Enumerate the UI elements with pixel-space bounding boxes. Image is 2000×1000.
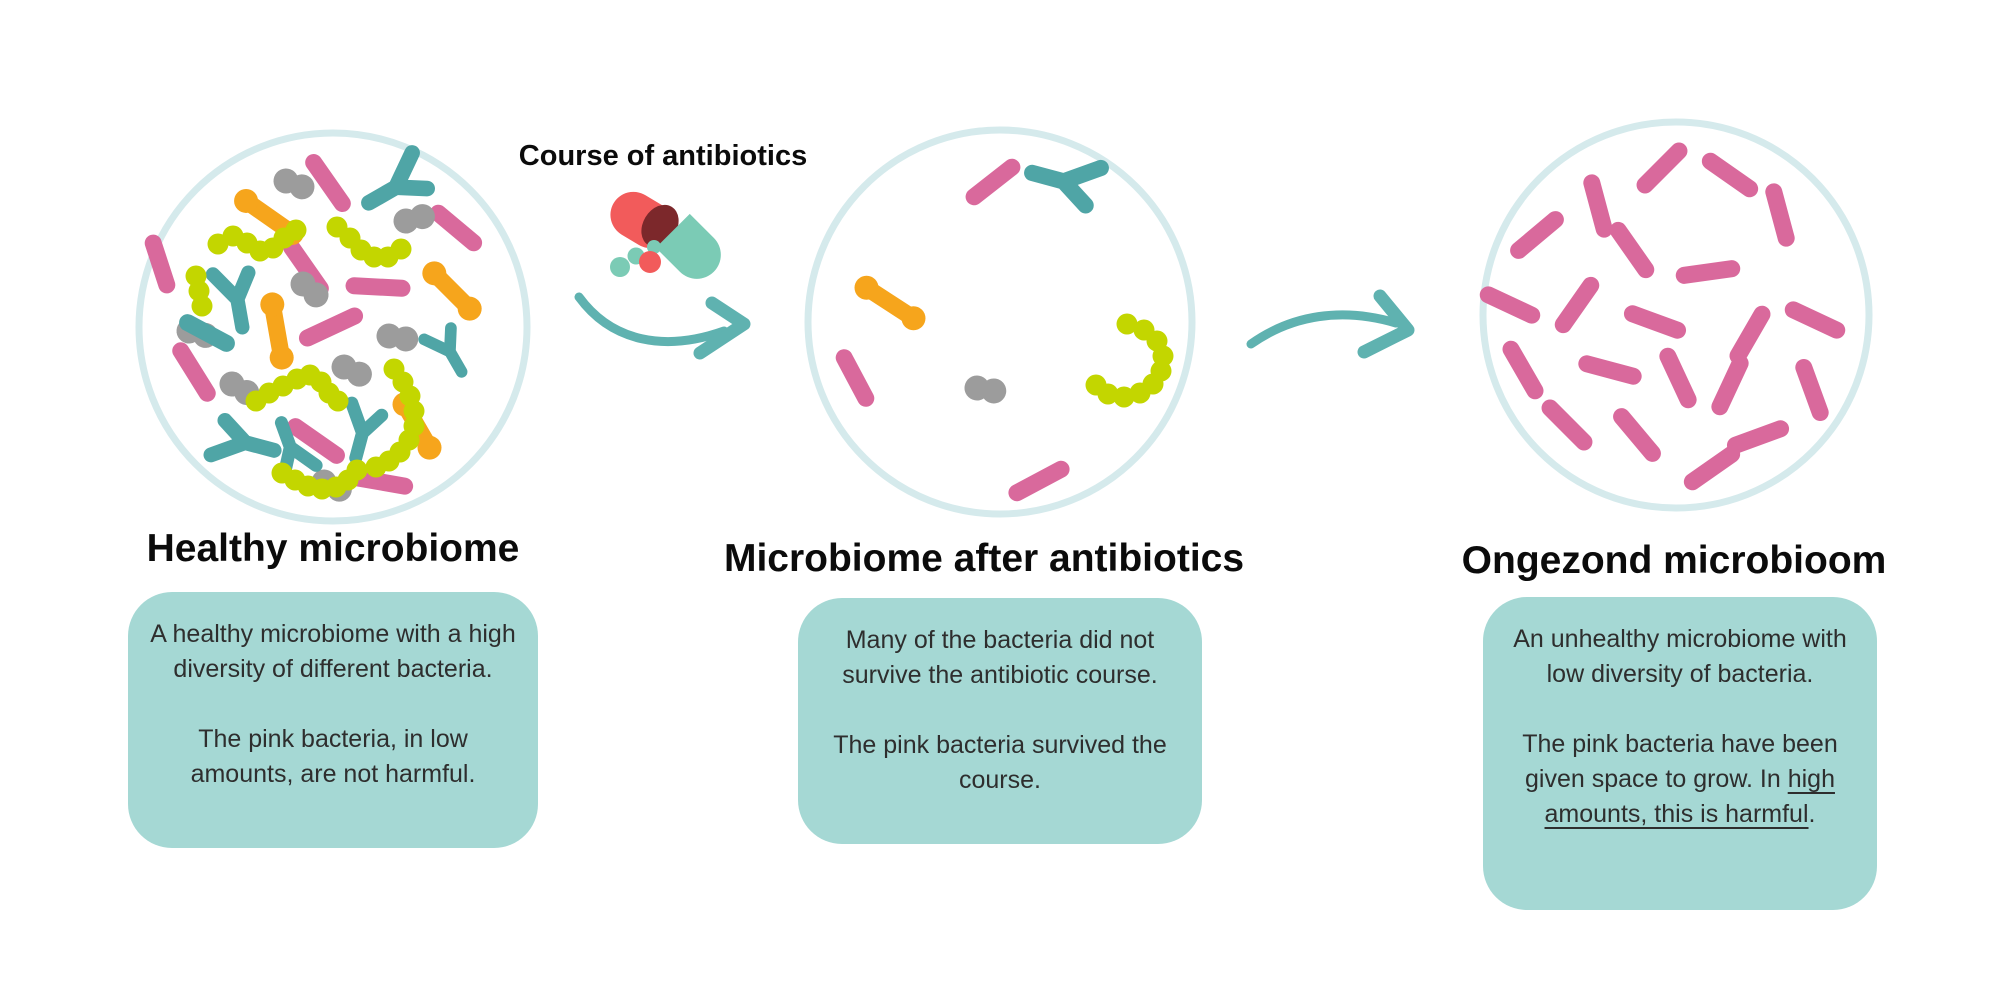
description-box-unhealthy: An unhealthy microbiome with low diversi…: [1483, 597, 1877, 910]
rod-bacterium-icon: [1726, 420, 1790, 454]
rod-bacterium-icon: [1578, 355, 1642, 385]
coccus-chain-bacterium-icon: [326, 216, 412, 268]
dumbbell-end: [260, 292, 285, 317]
diplococcus-bacterium-icon: [331, 354, 372, 387]
coccus-chain-bacterium-icon: [1085, 313, 1174, 408]
rod-bacterium-icon: [348, 469, 414, 495]
capsule-granule: [639, 251, 661, 273]
rod-bacterium-icon: [1502, 340, 1544, 400]
petri-dish-healthy: [135, 129, 531, 525]
rod-bacterium-icon: [1675, 260, 1741, 284]
rod-bacterium-icon: [283, 239, 329, 297]
branched-bacterium-icon: [203, 413, 282, 463]
diplococcus-bacterium-icon: [376, 323, 419, 352]
capsule-granule: [647, 240, 661, 254]
rod-bacterium-icon: [1613, 408, 1661, 462]
dumbbell-end: [269, 345, 294, 370]
branched-bacterium-icon: [205, 265, 256, 335]
rod-bacterium-icon: [144, 234, 176, 294]
rod-bacterium-icon: [1583, 174, 1613, 238]
branched-bacterium-icon: [361, 145, 435, 211]
rod-bacterium-icon: [965, 158, 1021, 206]
rod-bacterium-icon: [835, 349, 875, 407]
coccus-chain-bacterium-icon: [365, 358, 425, 478]
rod-bacterium-icon: [305, 154, 351, 212]
rod-bacterium-icon: [1683, 445, 1741, 491]
antibiotics-label: Course of antibiotics: [518, 140, 808, 172]
rod-bacterium-icon: [1541, 399, 1593, 451]
petri-dish-unhealthy: [1479, 118, 1873, 512]
rod-bacterium-icon: [1008, 460, 1070, 502]
description-paragraph: An unhealthy microbiome with low diversi…: [1499, 622, 1861, 692]
description-paragraph: The pink bacteria survived the course.: [814, 728, 1186, 798]
petri-dish-circle: [804, 126, 1196, 518]
description-text: The pink bacteria, in low amounts, are n…: [190, 725, 476, 788]
description-paragraph: The pink bacteria have been given space …: [1499, 727, 1861, 832]
coccus-chain-bacterium-icon: [207, 219, 307, 262]
curved-arrow-right-icon: [1246, 289, 1415, 359]
rod-bacterium-icon: [298, 307, 364, 347]
panel-title-healthy: Healthy microbiome: [146, 527, 520, 570]
rod-bacterium-icon: [1795, 358, 1829, 422]
rod-bacterium-icon: [1701, 152, 1759, 198]
coccus-chain-bacterium-icon: [245, 364, 349, 412]
rod-bacterium-icon: [1554, 276, 1600, 334]
description-box-healthy: A healthy microbiome with a high diversi…: [128, 592, 538, 848]
rod-bacterium-icon: [1636, 142, 1688, 194]
description-paragraph: A healthy microbiome with a high diversi…: [144, 617, 522, 687]
dumbbell-end: [854, 275, 879, 300]
rod-bacterium-icon: [287, 418, 345, 464]
coccus-chain-bacterium-icon: [185, 265, 213, 317]
rod-bacterium-icon: [1711, 354, 1749, 416]
description-box-after-antibiotics: Many of the bacteria did not survive the…: [798, 598, 1202, 844]
branched-bacterium-icon: [345, 396, 389, 465]
diplococcus-bacterium-icon: [290, 271, 329, 308]
dumbbell-end: [417, 435, 442, 460]
description-text: The pink bacteria survived the course.: [833, 731, 1167, 794]
open-antibiotic-capsule-icon: [610, 191, 721, 279]
panel-title-unhealthy: Ongezond microbioom: [1461, 539, 1887, 582]
dumbbell-end: [422, 261, 447, 286]
dumbbell-end: [457, 296, 482, 321]
capsule-teal-half: [655, 213, 721, 279]
rod-bacterium-icon: [1659, 347, 1697, 409]
rod-bacterium-icon: [1479, 286, 1541, 324]
branched-bacterium-icon: [418, 322, 468, 378]
underlined-text: high amounts, this is harmful: [1544, 765, 1835, 828]
diplococcus-bacterium-icon: [964, 375, 1007, 404]
rod-bacterium-icon: [429, 204, 483, 252]
diplococcus-bacterium-icon: [393, 204, 435, 234]
description-text: The pink bacteria have been given space …: [1522, 730, 1838, 793]
description-text: An unhealthy microbiome with low diversi…: [1513, 625, 1847, 688]
description-text: Many of the bacteria did not survive the…: [842, 626, 1158, 689]
description-text: .: [1808, 800, 1816, 828]
description-paragraph: The pink bacteria, in low amounts, are n…: [144, 722, 522, 792]
rod-bacterium-icon: [172, 342, 216, 402]
petri-dish-after-antibiotics: [804, 126, 1196, 518]
panel-title-after-antibiotics: Microbiome after antibiotics: [723, 537, 1245, 580]
curved-arrow-right-icon: [574, 292, 751, 360]
rod-bacterium-icon: [1609, 221, 1655, 279]
diplococcus-bacterium-icon: [273, 168, 315, 200]
rod-bacterium-icon: [1765, 183, 1795, 247]
dumbbell-end: [234, 188, 259, 213]
rod-bacterium-icon: [1510, 211, 1564, 259]
rod-bacterium-icon: [345, 277, 411, 297]
rod-bacterium-icon: [179, 314, 235, 352]
dumbbell-end: [901, 306, 926, 331]
description-text: A healthy microbiome with a high diversi…: [150, 620, 516, 683]
description-paragraph: Many of the bacteria did not survive the…: [814, 623, 1186, 693]
rod-bacterium-icon: [1623, 305, 1687, 339]
coccus-chain-bacterium-icon: [271, 459, 368, 500]
rod-bacterium-icon: [1784, 301, 1846, 339]
rod-bacterium-icon: [1729, 305, 1771, 365]
branched-bacterium-icon: [1024, 159, 1109, 214]
capsule-granule: [610, 257, 630, 277]
